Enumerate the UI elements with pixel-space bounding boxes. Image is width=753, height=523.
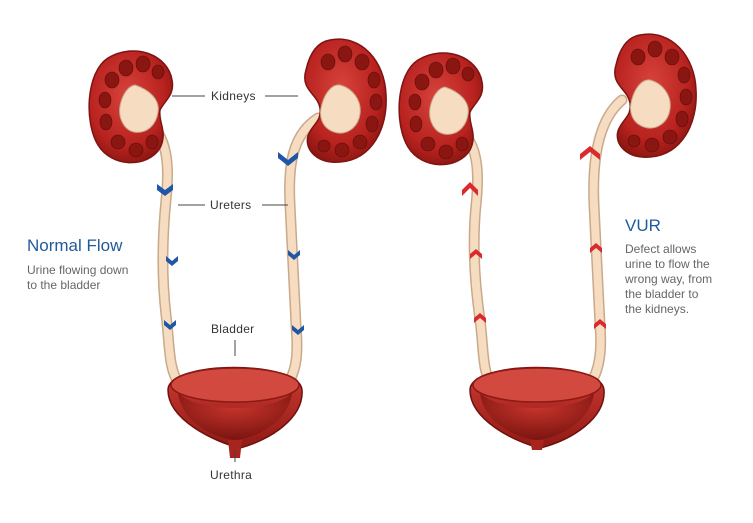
normal-flow-arrows [157,152,304,335]
bladder-label: Bladder [211,322,254,336]
kidneys-label: Kidneys [211,89,256,103]
vur-desc-line: the bladder to [625,287,712,302]
left-kidney [89,51,172,163]
vur-bladder [470,368,604,451]
normal-bladder [168,368,302,459]
ureters-label: Ureters [210,198,251,212]
normal-flow-description: Urine flowing down to the bladder [27,263,128,293]
urethra-label: Urethra [210,468,252,482]
vur-desc-line: urine to flow the [625,257,712,272]
normal-flow-desc-line: Urine flowing down [27,263,128,278]
vur-title: VUR [625,216,661,236]
vur-left-kidney [399,53,482,165]
vur-desc-line: Defect allows [625,242,712,257]
normal-flow-desc-line: to the bladder [27,278,128,293]
vur-desc-line: wrong way, from [625,272,712,287]
normal-flow-title: Normal Flow [27,236,122,256]
vur-description: Defect allows urine to flow the wrong wa… [625,242,712,317]
vur-right-kidney [615,34,696,157]
vur-flow-arrows [462,146,606,329]
vur-desc-line: the kidneys. [625,302,712,317]
right-kidney [305,39,386,162]
